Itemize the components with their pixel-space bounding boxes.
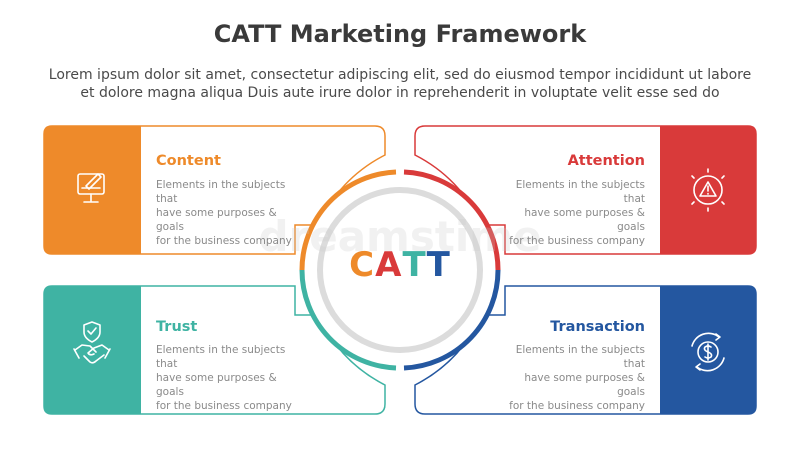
ring-segment-content [299, 169, 397, 271]
center-letter-t2: T [426, 245, 451, 285]
card-trust-desc: Elements in the subjects that have some … [156, 343, 306, 413]
card-content-desc-line: for the business company [156, 235, 292, 247]
dollar-cycle-icon [691, 332, 725, 372]
card-transaction-desc-line: have some purposes & goals [524, 372, 645, 398]
card-content-color-block [44, 126, 141, 254]
computer-edit-icon [77, 173, 105, 203]
warning-alert-icon [691, 168, 725, 212]
card-content-desc: Elements in the subjects that have some … [156, 178, 306, 248]
card-transaction-desc-line: Elements in the subjects that [515, 344, 645, 370]
card-trust-desc-line: have some purposes & goals [156, 372, 277, 398]
subtitle-line-1: Lorem ipsum dolor sit amet, consectetur … [48, 67, 752, 83]
card-attention-desc-line: for the business company [509, 235, 645, 247]
ring-segment-trust [299, 269, 397, 371]
card-trust-desc-line: Elements in the subjects that [156, 344, 286, 370]
card-content-desc-line: Elements in the subjects that [156, 179, 286, 205]
center-label: CATT [330, 245, 470, 285]
card-content [43, 125, 386, 255]
inner-gray-ring [317, 187, 483, 353]
card-transaction-desc-line: for the business company [509, 400, 645, 412]
card-attention-desc-line: have some purposes & goals [524, 207, 645, 233]
handshake-shield-icon [73, 321, 111, 364]
card-transaction-title: Transaction [550, 319, 645, 335]
center-letter-c: C [349, 245, 376, 285]
card-attention-title: Attention [567, 153, 645, 169]
center-letter-a: A [375, 245, 403, 285]
card-attention-desc: Elements in the subjects that have some … [495, 178, 645, 248]
card-trust-desc-line: for the business company [156, 400, 292, 412]
card-content-title: Content [156, 153, 221, 169]
center-letter-t1: T [402, 245, 427, 285]
card-attention-desc-line: Elements in the subjects that [515, 179, 645, 205]
card-content-desc-line: have some purposes & goals [156, 207, 277, 233]
card-transaction [414, 285, 757, 415]
subtitle-line-2: et dolore magna aliqua Duis aute irure d… [80, 85, 720, 101]
ring-segment-transaction [403, 269, 501, 371]
card-trust-title: Trust [156, 319, 198, 335]
page-subtitle: Lorem ipsum dolor sit amet, consectetur … [40, 66, 760, 102]
card-transaction-desc: Elements in the subjects that have some … [495, 343, 645, 413]
ring-segment-attention [403, 169, 501, 271]
page-title: CATT Marketing Framework [213, 20, 587, 48]
